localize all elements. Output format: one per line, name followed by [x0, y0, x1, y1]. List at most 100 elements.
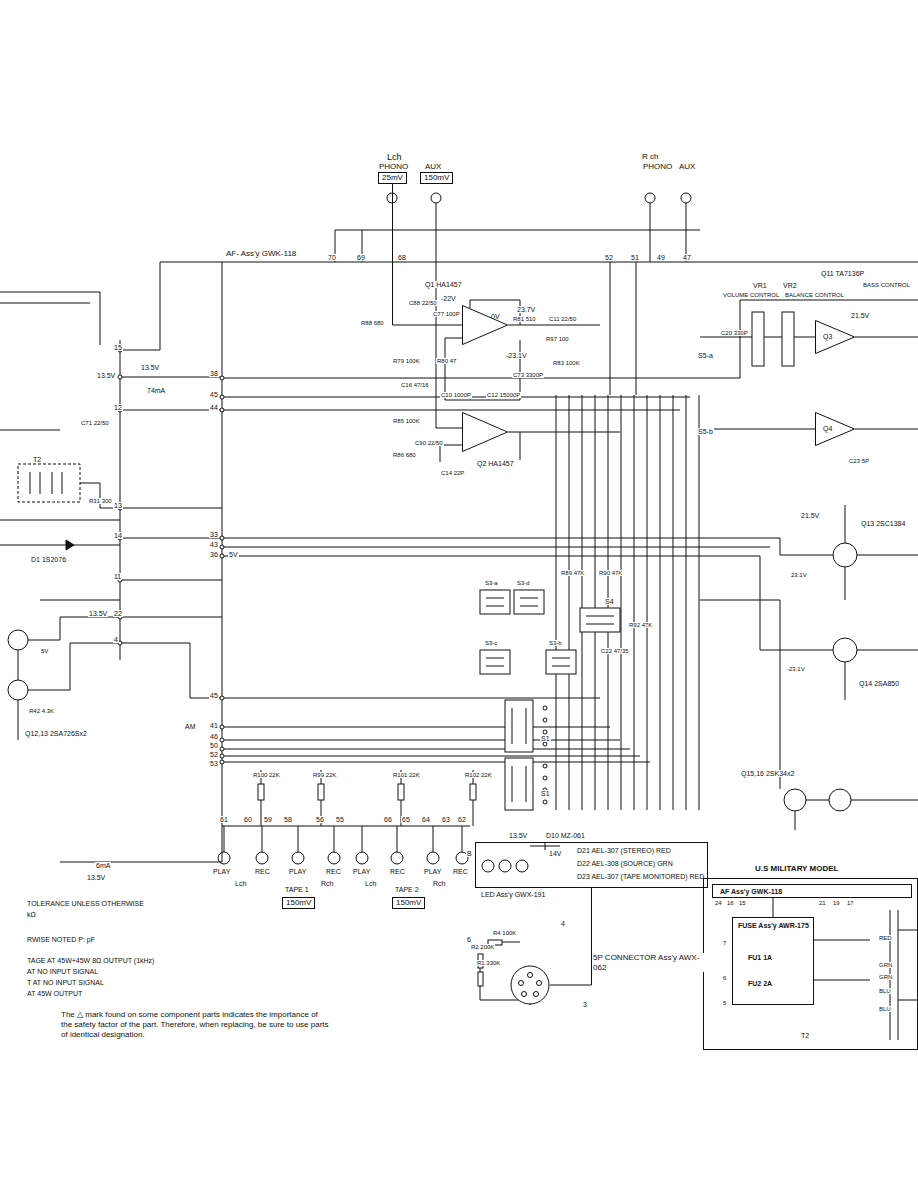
node-text: 150mV — [286, 899, 311, 907]
level-box: 25mV — [378, 172, 407, 184]
label-text: 19 — [832, 900, 841, 906]
label-text: 59 — [263, 816, 273, 823]
label-text: PLAY — [288, 868, 307, 875]
label-text: R1 330K — [476, 960, 501, 966]
label-text: PLAY — [352, 868, 371, 875]
connector-circle: 5P CONNECTOR Ass'y AWX-062 — [510, 965, 550, 1005]
label-text: R79 100K — [392, 358, 421, 364]
connector-symbol — [510, 965, 550, 1005]
label-text: AT 45W OUTPUT — [26, 990, 83, 997]
label-text: 17 — [846, 900, 855, 906]
connector-pin — [528, 973, 533, 978]
label-text: Lch — [364, 880, 377, 887]
led-assembly: D21 AEL-307 (STEREO) REDD22 AEL-308 (SOU… — [475, 842, 708, 888]
connector-pin — [519, 981, 524, 986]
label-text: D10 MZ-061 — [545, 832, 586, 839]
op-amp-outline — [816, 321, 855, 354]
label-text: 38 — [209, 370, 219, 377]
label-text: RED — [878, 935, 893, 941]
op-amp: Q4 — [815, 412, 855, 446]
label-text: Rch — [320, 880, 334, 887]
label-text: 41 — [209, 722, 219, 729]
label-text: 23.1V — [790, 572, 808, 578]
node-text: D21 AEL-307 (STEREO) RED — [576, 847, 672, 854]
label-text: S3-c — [484, 640, 498, 646]
label-text: 6mA — [95, 862, 111, 869]
label-text: 21.5V — [850, 312, 870, 319]
label-text: C90 22/50 — [414, 440, 444, 446]
label-text: 52 — [209, 751, 219, 758]
label-text: PLAY — [423, 868, 442, 875]
node-text: AF Ass'y GWK-118 — [719, 888, 783, 895]
label-text: T2 — [32, 456, 42, 463]
label-text: GRN — [878, 962, 893, 968]
node-text: LED Ass'y GWX-191 — [480, 891, 546, 898]
label-text: C10 1000P — [440, 392, 472, 398]
op-amp: Q2 HA1457 — [462, 412, 508, 452]
label-text: R101 22K — [392, 772, 421, 778]
op-amp-outline — [816, 413, 855, 446]
node-text: Q1 HA1457 — [424, 281, 463, 288]
label-text: REC — [325, 868, 342, 875]
label-text: C77 100P — [432, 311, 461, 317]
label-text: PHONO — [378, 163, 409, 171]
label-text: S5-a — [697, 352, 714, 359]
label-text: 66 — [383, 816, 393, 823]
label-text: 15 — [113, 344, 123, 351]
label-text: AM — [184, 723, 197, 730]
fuse-assembly: FUSE Ass'y AWR-175FU1 1AFU2 2A — [732, 917, 814, 1005]
label-text: D1 1S2076 — [30, 556, 67, 563]
label-text: 51 — [630, 254, 640, 261]
label-text: S3-b — [548, 640, 563, 646]
label-text: S1 — [540, 735, 551, 742]
connector-pin — [534, 992, 539, 997]
label-text: PHONO — [642, 163, 673, 171]
label-text: R102 22K — [464, 772, 493, 778]
op-amp-symbol — [462, 412, 508, 452]
label-text: S5-b — [697, 428, 714, 435]
label-text: AUX — [678, 163, 696, 171]
label-text: 12 — [113, 404, 123, 411]
label-text: 52 — [604, 254, 614, 261]
op-amp: Q3 — [815, 320, 855, 354]
label-text: 23.7V — [516, 306, 536, 313]
wire-connector — [773, 898, 774, 917]
label-text: C20 330P — [720, 330, 749, 336]
label-text: R99 22K — [312, 772, 337, 778]
label-text: 46 — [209, 733, 219, 740]
label-text: C73 3300P — [512, 372, 544, 378]
node-text: FU1 1A — [747, 954, 773, 961]
label-text: C88 22/50 — [408, 300, 438, 306]
label-text: 64 — [421, 816, 431, 823]
label-text: 53 — [209, 760, 219, 767]
label-text: 60 — [243, 816, 253, 823]
node-text: 150mV — [396, 899, 421, 907]
label-text: 70 — [327, 254, 337, 261]
op-amp-outline — [463, 306, 508, 345]
label-text: 22 — [113, 610, 123, 617]
label-text: 13.5V — [88, 610, 108, 617]
label-text: 5V — [228, 551, 239, 558]
label-text: C71 22/50 — [80, 420, 110, 426]
label-text: 45 — [209, 692, 219, 699]
label-text: 13 — [113, 502, 123, 509]
node-text: U.S MILITARY MODEL — [754, 865, 839, 873]
label-text: 50 — [209, 742, 219, 749]
label-text: Q11 TA7136P — [820, 270, 865, 277]
label-text: 55 — [335, 816, 345, 823]
level-box: 150mV — [282, 897, 315, 909]
label-text: R89 47K — [560, 570, 585, 576]
military-model-box: U.S MILITARY MODELAF Ass'y GWK-118FUSE A… — [703, 878, 918, 1050]
label-text: C11 22/50 — [548, 316, 577, 322]
op-amp-symbol — [815, 412, 855, 446]
label-text: R81 510 — [512, 316, 537, 322]
label-text: T AT NO INPUT SIGNAL — [26, 979, 105, 986]
label-text: AUX — [424, 163, 442, 171]
label-text: T2 — [800, 1032, 810, 1039]
label-text: 21 — [818, 900, 827, 906]
node-text: Q4 — [822, 425, 833, 432]
label-text: Rch — [432, 880, 446, 887]
connector-pin — [522, 992, 527, 997]
label-text: 63 — [441, 816, 451, 823]
